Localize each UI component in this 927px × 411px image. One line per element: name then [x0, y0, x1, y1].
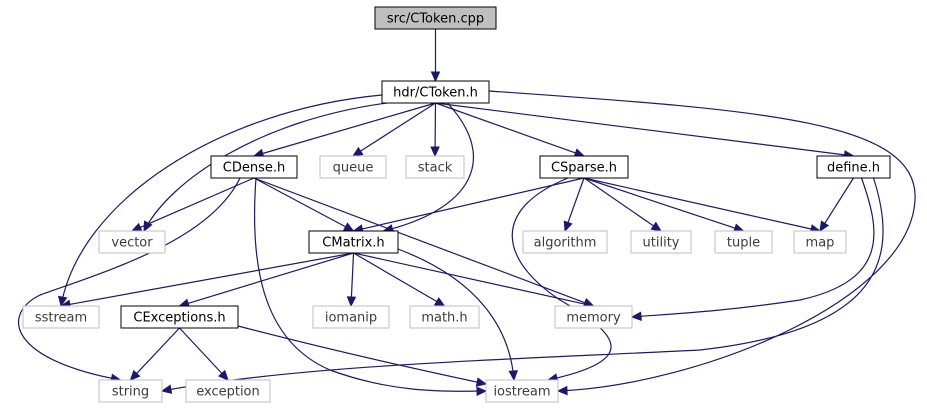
edge-ctoken-h-to-stack [430, 102, 440, 158]
node-label-string: string [112, 385, 149, 400]
node-label-memory: memory [566, 311, 621, 326]
edge-cmatrix-h-to-math-h [353, 252, 446, 307]
node-define-h[interactable]: define.h [816, 155, 891, 179]
node-csparse-h[interactable]: CSparse.h [539, 155, 629, 179]
node-algorithm: algorithm [522, 230, 608, 254]
node-label-cexceptions-h: CExceptions.h [133, 311, 225, 326]
edge-csparse-h-to-tuple [583, 177, 745, 233]
edge-define-h-to-map [819, 177, 855, 233]
edge-cexceptions-h-to-exception [179, 327, 229, 381]
node-queue: queue [319, 155, 387, 179]
node-label-map: map [806, 236, 835, 251]
node-label-csparse-h: CSparse.h [551, 161, 617, 176]
edge-ctoken-h-to-sstream [57, 94, 383, 308]
node-sstream: sstream [22, 305, 100, 329]
node-ctoken-cpp[interactable]: src/CToken.cpp [374, 6, 497, 30]
edges-layer [17, 29, 916, 396]
nodes-layer: src/CToken.cpp hdr/CToken.h CDense.h que… [22, 6, 891, 403]
node-cdense-h[interactable]: CDense.h [210, 155, 298, 179]
node-label-iomanip: iomanip [325, 311, 377, 326]
node-math-h: math.h [409, 305, 480, 329]
node-vector: vector [98, 230, 166, 254]
node-label-algorithm: algorithm [534, 236, 597, 251]
edge-ctoken-h-to-queue [351, 102, 436, 157]
node-ctoken-h[interactable]: hdr/CToken.h [381, 80, 490, 104]
edge-define-h-to-string [160, 177, 884, 394]
node-label-sstream: sstream [35, 311, 87, 326]
node-exception: exception [185, 379, 271, 403]
node-memory: memory [554, 305, 633, 329]
edge-ctoken-cpp-to-ctoken-h [430, 29, 441, 83]
node-label-queue: queue [333, 161, 374, 176]
edge-cdense-h-to-cmatrix-h [253, 177, 355, 232]
edge-csparse-h-to-map [583, 177, 822, 234]
edge-cexceptions-h-to-iostream [237, 325, 488, 387]
node-label-iostream: iostream [493, 385, 550, 400]
node-label-utility: utility [643, 236, 680, 251]
node-label-ctoken-h: hdr/CToken.h [393, 86, 478, 101]
node-label-exception: exception [196, 385, 260, 400]
node-label-math-h: math.h [421, 311, 467, 326]
edge-ctoken-h-to-csparse-h [435, 102, 586, 158]
edge-ctoken-h-to-define-h [435, 102, 855, 160]
node-label-define-h: define.h [827, 161, 880, 176]
edge-csparse-h-to-iostream [511, 177, 612, 383]
node-label-vector: vector [111, 236, 153, 251]
node-utility: utility [630, 230, 692, 254]
edge-ctoken-h-to-iostream [488, 90, 916, 396]
node-tuple: tuple [714, 230, 773, 254]
node-iostream: iostream [485, 379, 559, 403]
node-cexceptions-h[interactable]: CExceptions.h [120, 305, 239, 329]
edge-cdense-h-to-iostream [253, 177, 488, 396]
edge-ctoken-h-to-cdense-h [252, 102, 436, 158]
node-cmatrix-h[interactable]: CMatrix.h [308, 230, 399, 254]
edge-cmatrix-h-to-sstream [59, 252, 354, 309]
node-string: string [98, 379, 163, 403]
edge-csparse-h-to-algorithm [563, 177, 585, 233]
edge-cexceptions-h-to-string [129, 327, 180, 381]
node-label-cdense-h: CDense.h [223, 161, 285, 176]
edge-csparse-h-to-utility [583, 177, 663, 232]
edge-define-h-to-memory [630, 177, 875, 322]
node-stack: stack [405, 155, 465, 179]
edge-cmatrix-h-to-iostream [397, 248, 518, 382]
node-label-tuple: tuple [727, 236, 760, 251]
edge-cmatrix-h-to-iomanip [346, 252, 357, 308]
node-label-cmatrix-h: CMatrix.h [322, 236, 384, 251]
node-iomanip: iomanip [312, 305, 390, 329]
node-map: map [793, 230, 847, 254]
node-label-stack: stack [418, 161, 453, 176]
node-label-ctoken-cpp: src/CToken.cpp [387, 12, 484, 27]
